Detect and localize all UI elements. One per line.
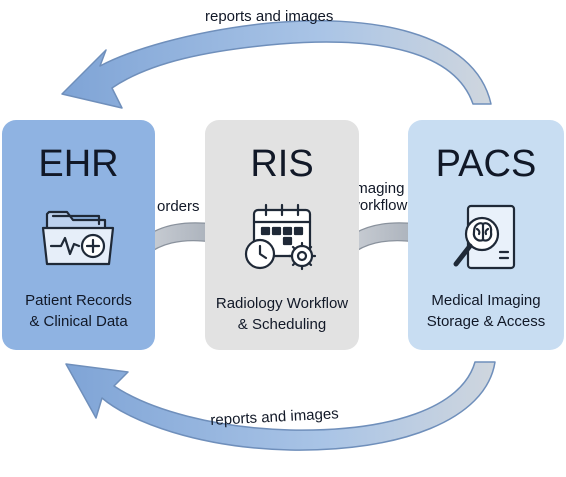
ris-title: RIS [250, 143, 314, 185]
pacs-title: PACS [435, 143, 537, 185]
calendar-clock-gear-icon [240, 202, 324, 281]
ehr-description: Patient Records & Clinical Data [25, 292, 132, 330]
top-arrow [61, 20, 492, 109]
bottom-arrow [65, 361, 496, 451]
ehr-box: EHR Patient Records & Clinical Data [2, 120, 155, 350]
brain-scan-magnifier-icon [446, 202, 526, 281]
ehr-title: EHR [38, 143, 119, 185]
top-arrow-label: reports and images [205, 8, 334, 25]
ris-box: RIS Radiology Workflow & Scheduling [205, 120, 359, 350]
ris-description: Radiology Workflow & Scheduling [215, 295, 349, 333]
pacs-description: Medical Imaging Storage & Access [426, 292, 546, 330]
orders-label: orders [157, 198, 200, 215]
folder-heartbeat-icon [39, 202, 119, 277]
imaging-workflow-label: imaging workflow [349, 180, 408, 214]
pacs-box: PACS Medical Imaging Storage & Access [408, 120, 564, 350]
